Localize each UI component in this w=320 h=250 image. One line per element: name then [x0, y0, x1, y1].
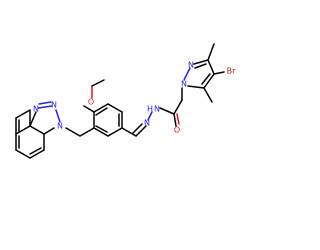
benzo-ring: [15, 109, 45, 159]
bond: [187, 85, 205, 89]
bond: [15, 149, 31, 159]
bond: [93, 127, 109, 137]
hydrogen-label: H: [147, 105, 153, 114]
nitrogen-label: N: [57, 122, 63, 131]
bond-c-n-double-inner: [132, 123, 143, 134]
bond-n-n: [55, 109, 61, 123]
bond: [121, 127, 137, 137]
molecule-structure-canvas: N N N O N H N O N N Br: [15, 43, 237, 159]
nitrogen-label: N: [188, 61, 194, 70]
bond-c-br: [213, 71, 225, 75]
bond-n-n-double-inner: [38, 101, 52, 105]
bond: [15, 125, 31, 135]
nitrogen-label: N: [144, 119, 150, 128]
bond-methyl-top: [207, 43, 215, 61]
bond-double-inner: [95, 107, 108, 116]
bond-n-n: [147, 111, 153, 121]
bond: [29, 149, 45, 159]
bond-n-c: [159, 107, 175, 115]
bond: [79, 127, 95, 137]
bond-double-inner: [95, 125, 108, 133]
methylene-linker: [65, 127, 95, 137]
bond: [43, 127, 55, 135]
bond: [203, 73, 215, 89]
bond-n-n-double: [37, 105, 53, 109]
triazole-ring: [29, 101, 61, 135]
bond-c-o-double-inner: [176, 113, 180, 125]
bond: [65, 127, 81, 137]
acetyl-group: [159, 87, 183, 127]
oxygen-label: O: [88, 98, 94, 107]
nitrogen-label: N: [181, 80, 187, 89]
bond: [107, 103, 123, 113]
bond-n-n: [183, 67, 191, 81]
bond: [15, 109, 31, 119]
atom-labels: N N N O N H N O N N Br: [33, 61, 236, 135]
bond-c-n-double: [135, 125, 147, 137]
molecule-structure-diagram: N N N O N H N O N N Br: [15, 43, 236, 159]
bond-c-o: [173, 113, 177, 127]
hydrazone-linkage: [121, 111, 153, 137]
central-benzene-ring: [93, 103, 123, 137]
nitrogen-label: N: [33, 105, 39, 114]
bond: [29, 111, 37, 127]
bond-n-c-double: [193, 59, 209, 65]
bond-double-inner: [29, 147, 42, 155]
bond: [29, 125, 45, 135]
bond: [93, 103, 109, 113]
bond-methyl-bottom: [203, 87, 213, 103]
pyrazole-substituents: [203, 43, 225, 103]
nitrogen-label: N: [154, 105, 160, 114]
bond: [107, 127, 123, 137]
oxygen-label: O: [174, 126, 180, 135]
bromine-label: Br: [227, 67, 236, 76]
bond-double-inner: [194, 63, 207, 69]
methoxy-group: [83, 79, 105, 113]
nitrogen-label: N: [51, 101, 57, 110]
bond-methyl: [91, 79, 105, 87]
bond-c-c: [173, 99, 183, 115]
bond: [83, 105, 95, 113]
pyrazole-ring: [183, 59, 215, 89]
bond-double-inner: [201, 73, 211, 85]
bond: [207, 59, 215, 75]
